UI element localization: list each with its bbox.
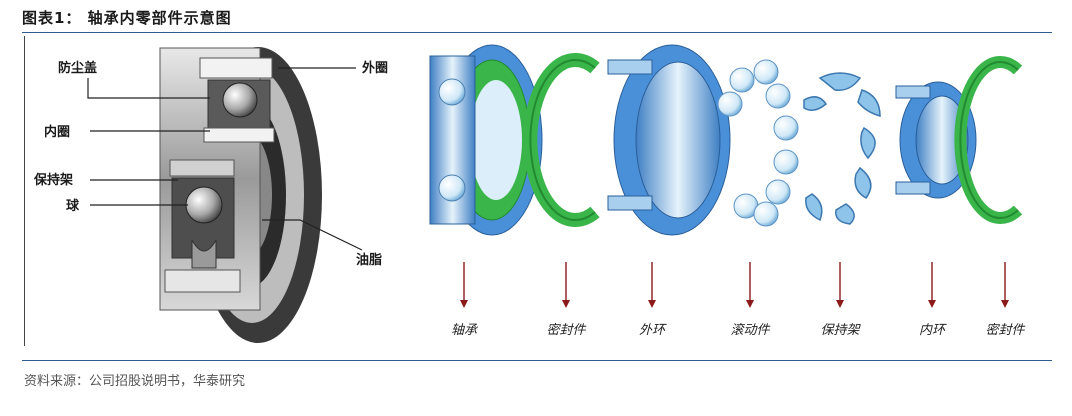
outer-ring-bottom: [164, 269, 241, 293]
part-rolling-elements-illustration: [717, 59, 799, 227]
arrow-head: [648, 300, 656, 308]
arrow-head: [460, 300, 468, 308]
part-outer-ring-illustration: [607, 44, 731, 236]
part-label-inner-ring: 内环: [919, 323, 947, 338]
diagram-canvas: 防尘盖 内圈 保持架 球 外圈 油脂: [33, 44, 1026, 343]
left-frame-line: [24, 36, 25, 346]
part-label-rolling-elements: 滚动件: [730, 323, 770, 338]
label-ball: 球: [66, 198, 80, 214]
part-label-cage: 保持架: [820, 323, 861, 338]
label-inner-ring: 内圈: [44, 124, 70, 140]
part-bearing-illustration: [429, 44, 543, 236]
part-label-seal-2: 密封件: [985, 322, 1025, 338]
cross-section-bearing: [159, 47, 322, 343]
arrow-head: [746, 300, 754, 308]
part-label-outer-ring: 外环: [639, 323, 667, 338]
label-grease: 油脂: [356, 252, 382, 268]
exploded-part-labels: 轴承 密封件 外环 滚动件 保持架 内环 密封件: [451, 322, 1026, 338]
part-seal-2-illustration: [954, 56, 1023, 224]
arrow-head: [562, 300, 570, 308]
title-rule: [22, 32, 1052, 33]
arrow-head: [928, 300, 936, 308]
label-dust-cover: 防尘盖: [58, 60, 97, 76]
cross-section-labels: 防尘盖 内圈 保持架 球 外圈 油脂: [33, 60, 388, 268]
cage-foot: [191, 239, 217, 269]
arrow-head: [836, 300, 844, 308]
cage-top: [169, 159, 235, 177]
outer-ring-top: [199, 57, 273, 79]
part-inner-ring-illustration: [895, 81, 977, 199]
top-ball: [222, 82, 258, 118]
arrow-head: [1001, 300, 1009, 308]
part-seal-1-illustration: [523, 53, 600, 227]
part-arrows: [460, 262, 1009, 308]
part-label-seal-1: 密封件: [546, 322, 586, 338]
source-note: 资料来源：公司招股说明书，华泰研究: [24, 374, 246, 389]
leader-lines: [87, 67, 363, 251]
label-cage: 保持架: [33, 172, 73, 188]
footer-rule: [22, 360, 1052, 361]
label-outer-ring: 外圈: [361, 60, 388, 76]
figure-title: 图表1： 轴承内零部件示意图: [22, 9, 232, 27]
bottom-ball: [185, 186, 223, 224]
inner-ring-top: [203, 127, 275, 143]
part-label-bearing: 轴承: [451, 323, 479, 338]
part-cage-illustration: [803, 72, 881, 225]
